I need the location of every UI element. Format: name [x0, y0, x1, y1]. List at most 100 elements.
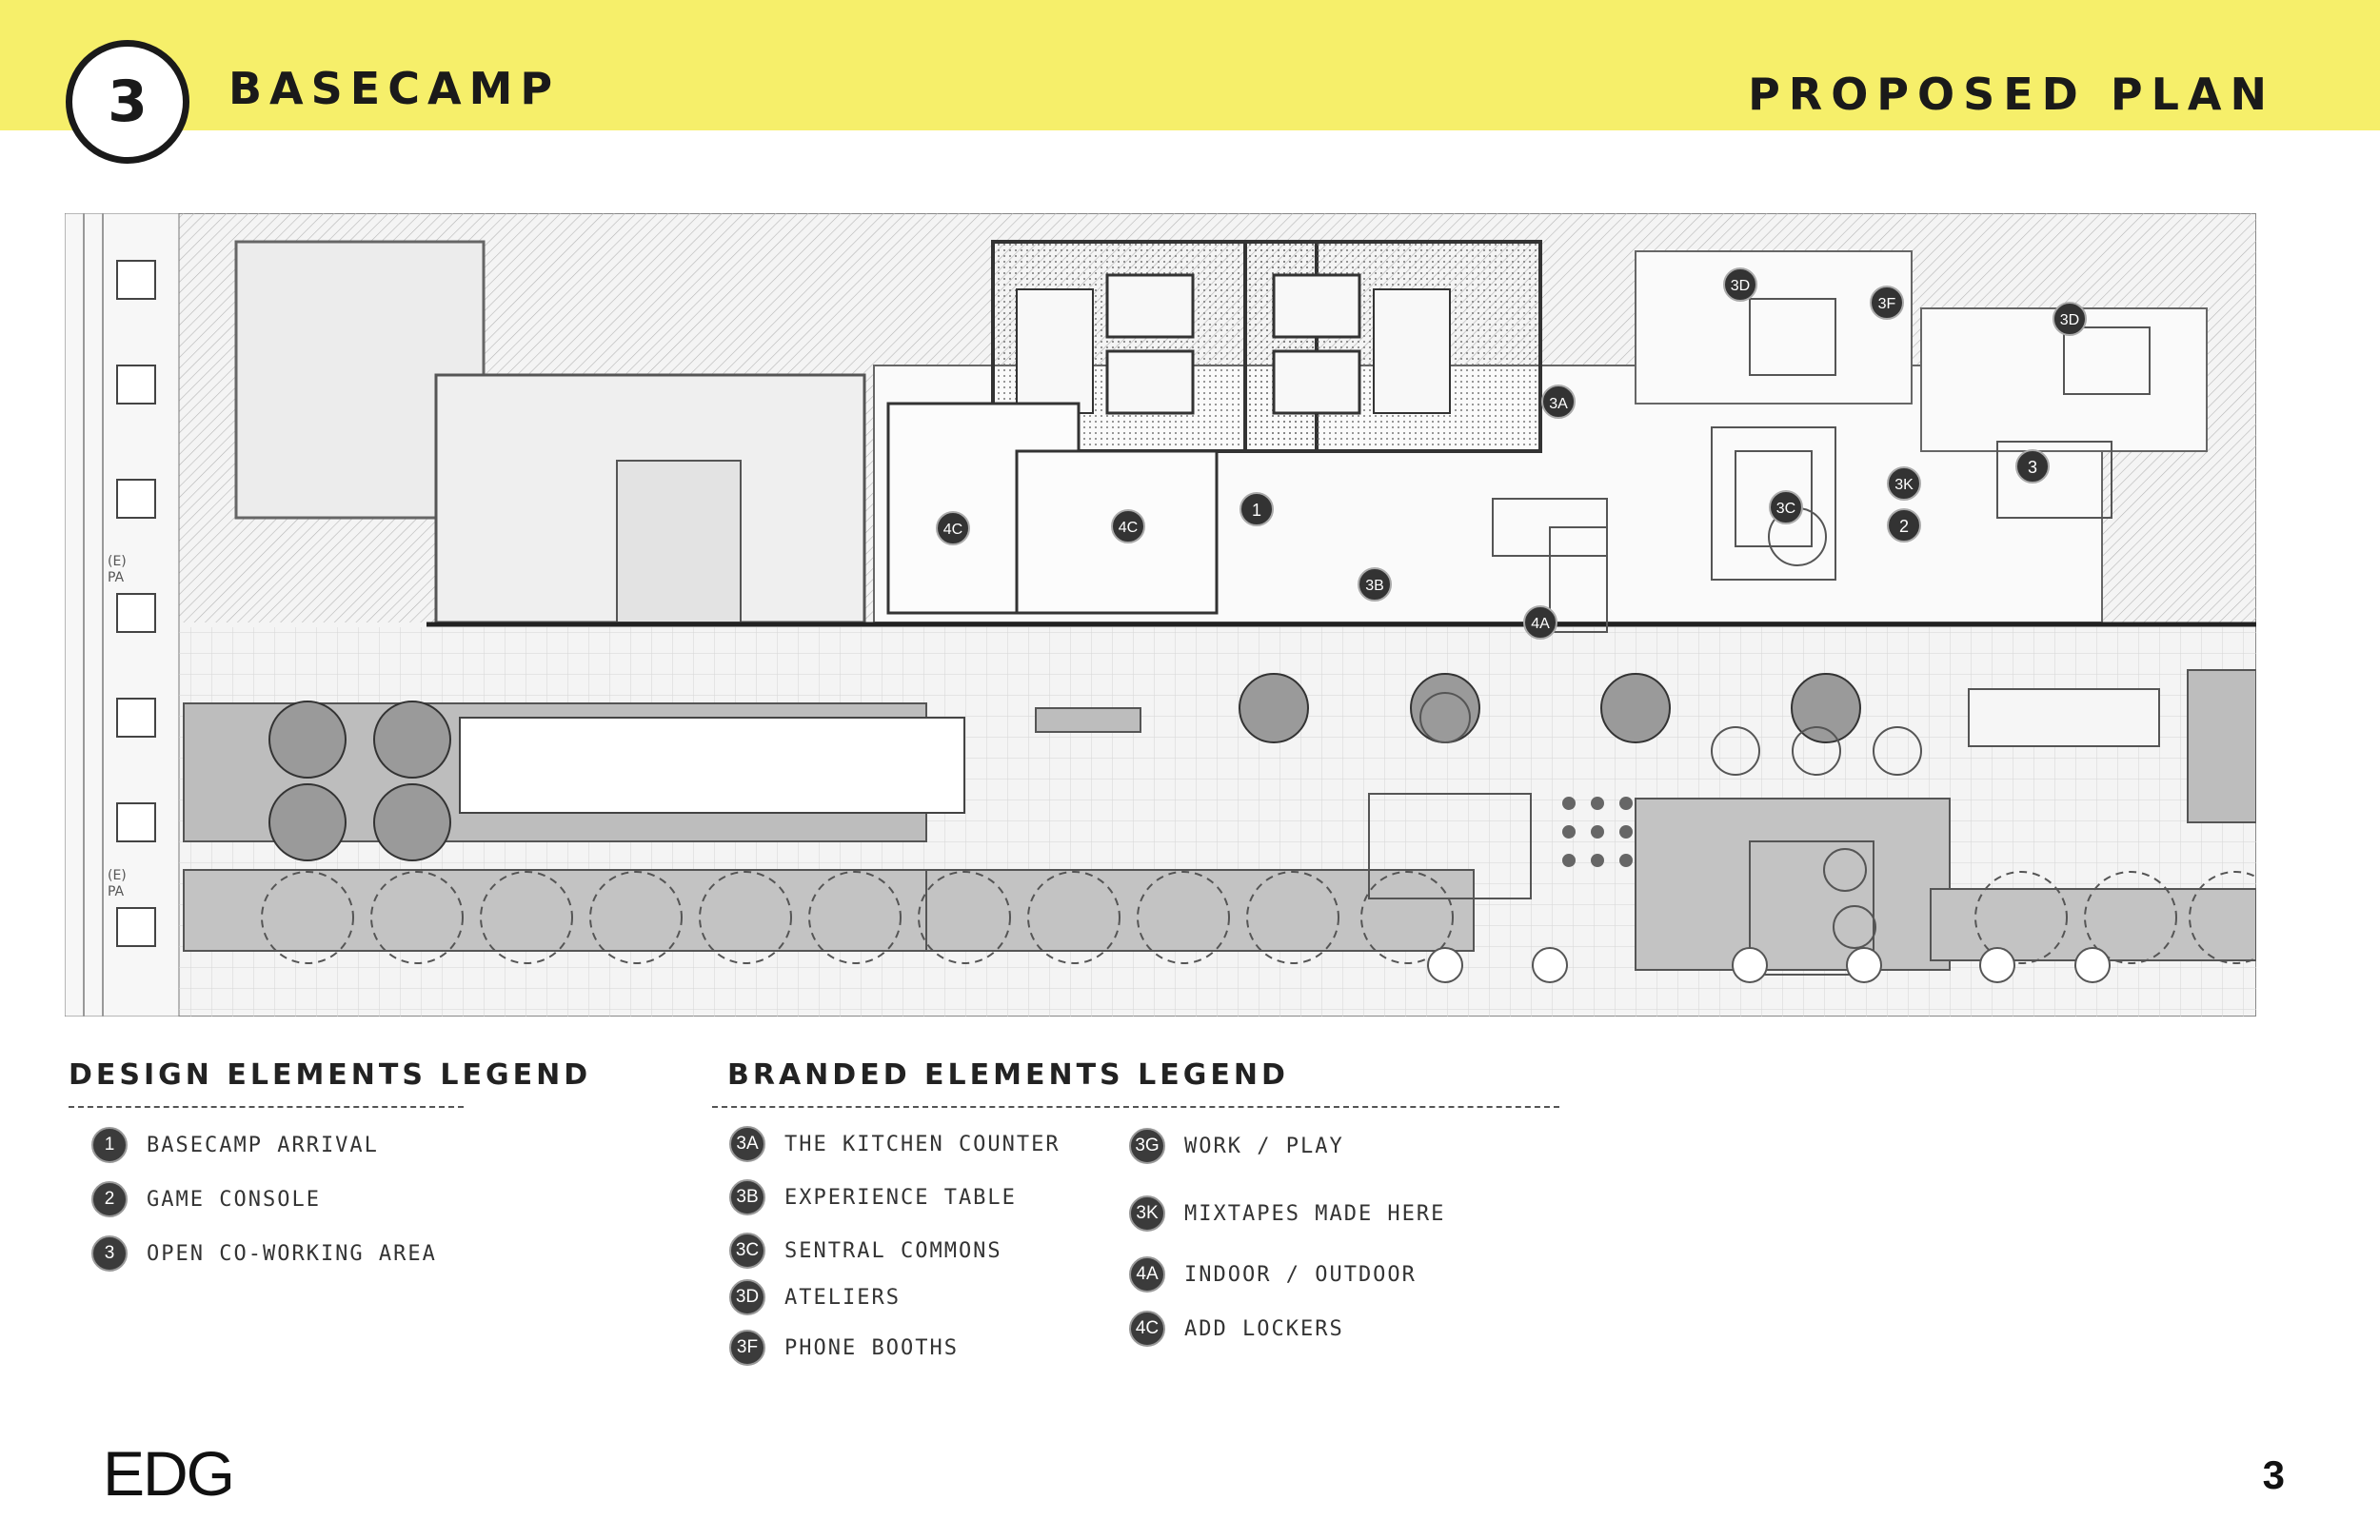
pool: [459, 717, 965, 814]
plan-marker-label: 3B: [1365, 578, 1384, 594]
legend-item: 3 OPEN CO-WORKING AREA: [91, 1235, 437, 1272]
elevator: [1105, 273, 1195, 339]
plan-marker-label: 4C: [943, 522, 962, 538]
plan-marker-4c: 4C: [1111, 509, 1145, 543]
chairs: [1562, 797, 1633, 867]
plan-marker-3d: 3D: [1723, 267, 1757, 302]
legend-badge: 3F: [729, 1330, 765, 1366]
plan-marker-3a: 3A: [1541, 385, 1576, 419]
legend-item: 3F PHONE BOOTHS: [729, 1330, 959, 1366]
plan-markers: 1 2 3 3A 3B 3C 3D 3D 3F 3K 4A 4C 4C: [936, 267, 2087, 640]
plan-marker-3: 3: [2015, 449, 2050, 484]
section-number-badge: 3: [66, 40, 189, 164]
plan-marker-3f: 3F: [1870, 286, 1904, 320]
legend-label: ATELIERS: [784, 1285, 901, 1310]
planter: [183, 869, 927, 952]
legend-label: ADD LOCKERS: [1184, 1316, 1344, 1341]
plan-marker-label: 3D: [2060, 312, 2079, 328]
legend-item: 3K MIXTAPES MADE HERE: [1129, 1195, 1445, 1232]
legend-badge: 1: [91, 1127, 128, 1163]
bar-counter: [1968, 688, 2160, 747]
plan-marker-label: 3: [2028, 458, 2037, 477]
header-band: [0, 0, 2380, 130]
stair-room: [616, 460, 742, 623]
legend-label: OPEN CO-WORKING AREA: [147, 1241, 437, 1266]
plan-marker-label: 1: [1252, 501, 1261, 520]
legend-label: WORK / PLAY: [1184, 1134, 1344, 1158]
plan-marker-label: 3K: [1894, 477, 1914, 493]
legend-badge: 3B: [729, 1179, 765, 1215]
furniture: [1368, 298, 2151, 976]
design-legend-title: DESIGN ELEMENTS LEGEND: [69, 1058, 592, 1092]
legend-label: THE KITCHEN COUNTER: [784, 1132, 1061, 1156]
svg-text:(E): (E): [108, 868, 127, 883]
elevator: [1105, 349, 1195, 415]
svg-text:(E): (E): [108, 554, 127, 569]
legend-divider: [712, 1106, 1559, 1108]
plan-marker-1: 1: [1240, 492, 1274, 526]
legend-label: MIXTAPES MADE HERE: [1184, 1201, 1446, 1226]
legend-item: 4C ADD LOCKERS: [1129, 1311, 1344, 1347]
legend-badge: 4A: [1129, 1256, 1165, 1293]
legend-item: 3A THE KITCHEN COUNTER: [729, 1126, 1061, 1162]
floor-plan: (E) PA (E) PA: [65, 213, 2256, 1017]
svg-text:PA: PA: [108, 884, 125, 899]
plan-marker-3c: 3C: [1769, 490, 1803, 524]
plan-marker-2: 2: [1887, 508, 1921, 543]
plan-marker-label: 4C: [1119, 520, 1138, 536]
plan-marker-4c: 4C: [936, 511, 970, 545]
section-title: BASECAMP: [228, 63, 561, 114]
legend-label: BASECAMP ARRIVAL: [147, 1133, 379, 1157]
courtyard-trees: [268, 673, 1861, 861]
edg-logo: EDG: [103, 1438, 235, 1509]
legend-badge: 4C: [1129, 1311, 1165, 1347]
plan-marker-label: 2: [1899, 517, 1909, 536]
elevator: [1272, 349, 1361, 415]
branded-legend-title: BRANDED ELEMENTS LEGEND: [727, 1058, 1289, 1092]
legend-label: GAME CONSOLE: [147, 1187, 321, 1212]
stair: [1016, 288, 1094, 414]
pots: [1427, 947, 2111, 983]
plan-marker-label: 4A: [1531, 616, 1550, 632]
legend-item: 1 BASECAMP ARRIVAL: [91, 1127, 379, 1163]
plan-title: PROPOSED PLAN: [1748, 69, 2275, 120]
svg-text:PA: PA: [108, 570, 125, 585]
plan-marker-3k: 3K: [1887, 466, 1921, 501]
stair: [1373, 288, 1451, 414]
page-number: 3: [2262, 1452, 2285, 1497]
legend-label: EXPERIENCE TABLE: [784, 1185, 1017, 1210]
section-number: 3: [108, 69, 148, 135]
atelier-room: [1635, 250, 1913, 405]
street-trees: [116, 260, 156, 947]
plan-marker-3d: 3D: [2053, 302, 2087, 336]
legend-label: PHONE BOOTHS: [784, 1335, 959, 1360]
legend-item: 3C SENTRAL COMMONS: [729, 1233, 1002, 1269]
legend-badge: 3G: [1129, 1128, 1165, 1164]
plan-marker-label: 3D: [1731, 278, 1750, 294]
legend-badge: 3D: [729, 1279, 765, 1315]
plan-marker-label: 3C: [1776, 501, 1795, 517]
legend-item: 2 GAME CONSOLE: [91, 1181, 321, 1217]
planter: [925, 869, 1475, 952]
legend-label: SENTRAL COMMONS: [784, 1238, 1002, 1263]
planter: [1635, 798, 1951, 971]
legend-badge: 3A: [729, 1126, 765, 1162]
elevator: [1272, 273, 1361, 339]
legend-divider: [69, 1106, 464, 1108]
legend-badge: 3: [91, 1235, 128, 1272]
legend-badge: 2: [91, 1181, 128, 1217]
legend-label: INDOOR / OUTDOOR: [1184, 1262, 1417, 1287]
tree-canopies: [261, 871, 2256, 964]
legend-badge: 3C: [729, 1233, 765, 1269]
plan-marker-4a: 4A: [1523, 605, 1557, 640]
legend-badge: 3K: [1129, 1195, 1165, 1232]
legend-item: 3D ATELIERS: [729, 1279, 901, 1315]
planter: [1035, 707, 1141, 733]
plan-marker-3b: 3B: [1358, 567, 1392, 602]
legend-item: 4A INDOOR / OUTDOOR: [1129, 1256, 1417, 1293]
legend-item: 3G WORK / PLAY: [1129, 1128, 1344, 1164]
plan-marker-label: 3A: [1549, 396, 1568, 412]
planter: [2187, 669, 2256, 823]
legend-item: 3B EXPERIENCE TABLE: [729, 1179, 1017, 1215]
plan-marker-label: 3F: [1878, 296, 1896, 312]
